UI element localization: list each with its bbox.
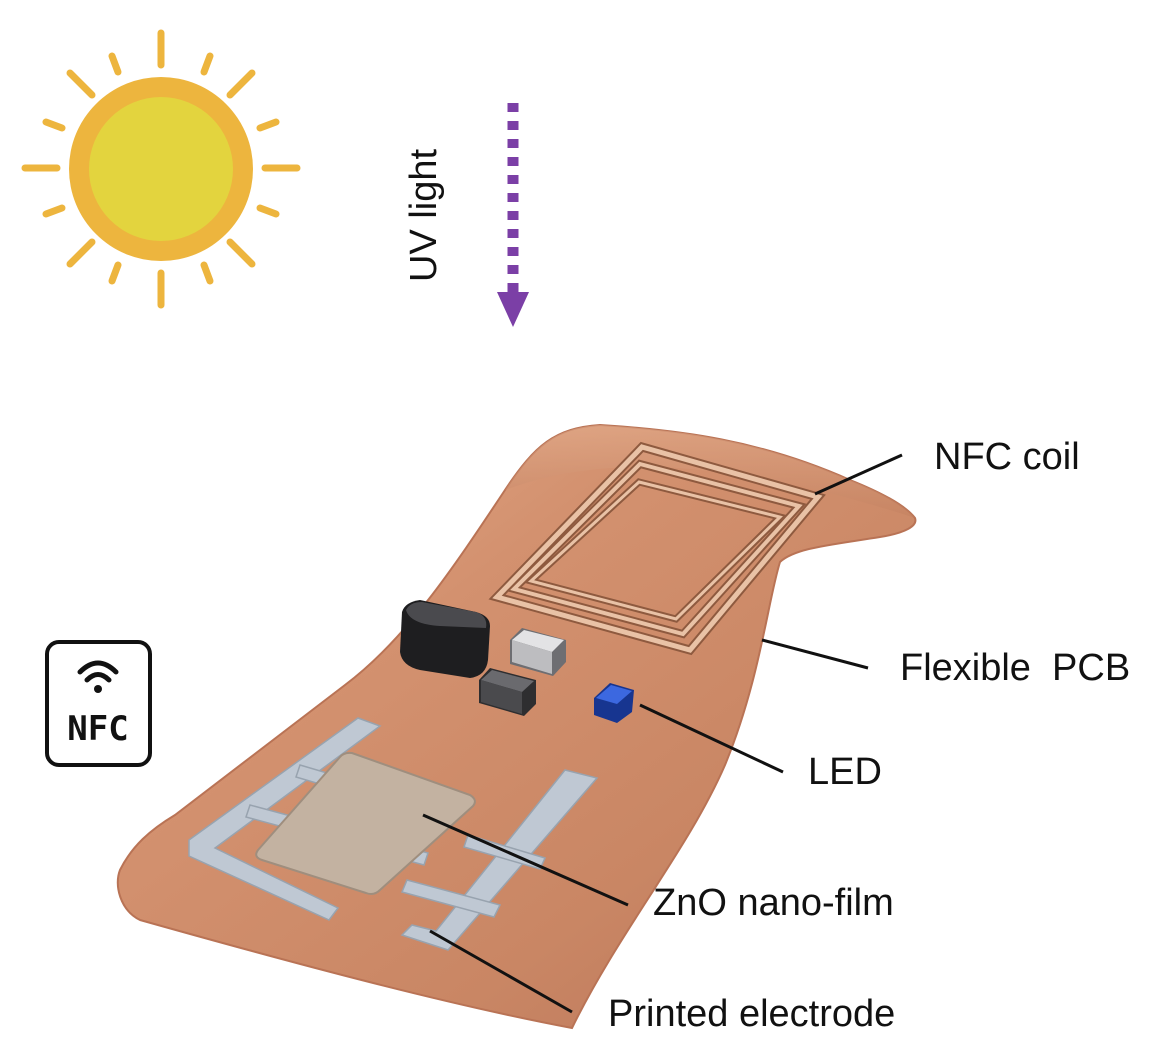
chip-grey-light [510,628,566,676]
flexible-pcb-label: Flexible PCB [900,647,1130,689]
chip-black [400,600,490,678]
led-leader-line [639,703,784,774]
zno-nano-film [255,751,476,895]
nfc-coil-leader-line [814,453,903,496]
uv-light-label: UV light [403,149,445,282]
nfc-badge-text: NFC [67,709,128,749]
zno-film-leader-line [422,813,629,907]
dotted-down-arrow-icon [497,103,529,327]
nfc-coil-label: NFC coil [934,436,1080,478]
led-label: LED [808,751,882,793]
printed-electrode-leader-line [429,929,573,1014]
flexible-pcb-leader-line [761,638,869,670]
zno-film-label: ZnO nano-film [653,882,894,924]
led-component [594,683,634,723]
nfc-coil [488,441,826,656]
printed-electrode-label: Printed electrode [608,993,895,1035]
nfc-wifi-badge-icon: NFC [45,640,152,767]
sun-icon [21,29,301,309]
chip-grey-dark [479,668,536,716]
